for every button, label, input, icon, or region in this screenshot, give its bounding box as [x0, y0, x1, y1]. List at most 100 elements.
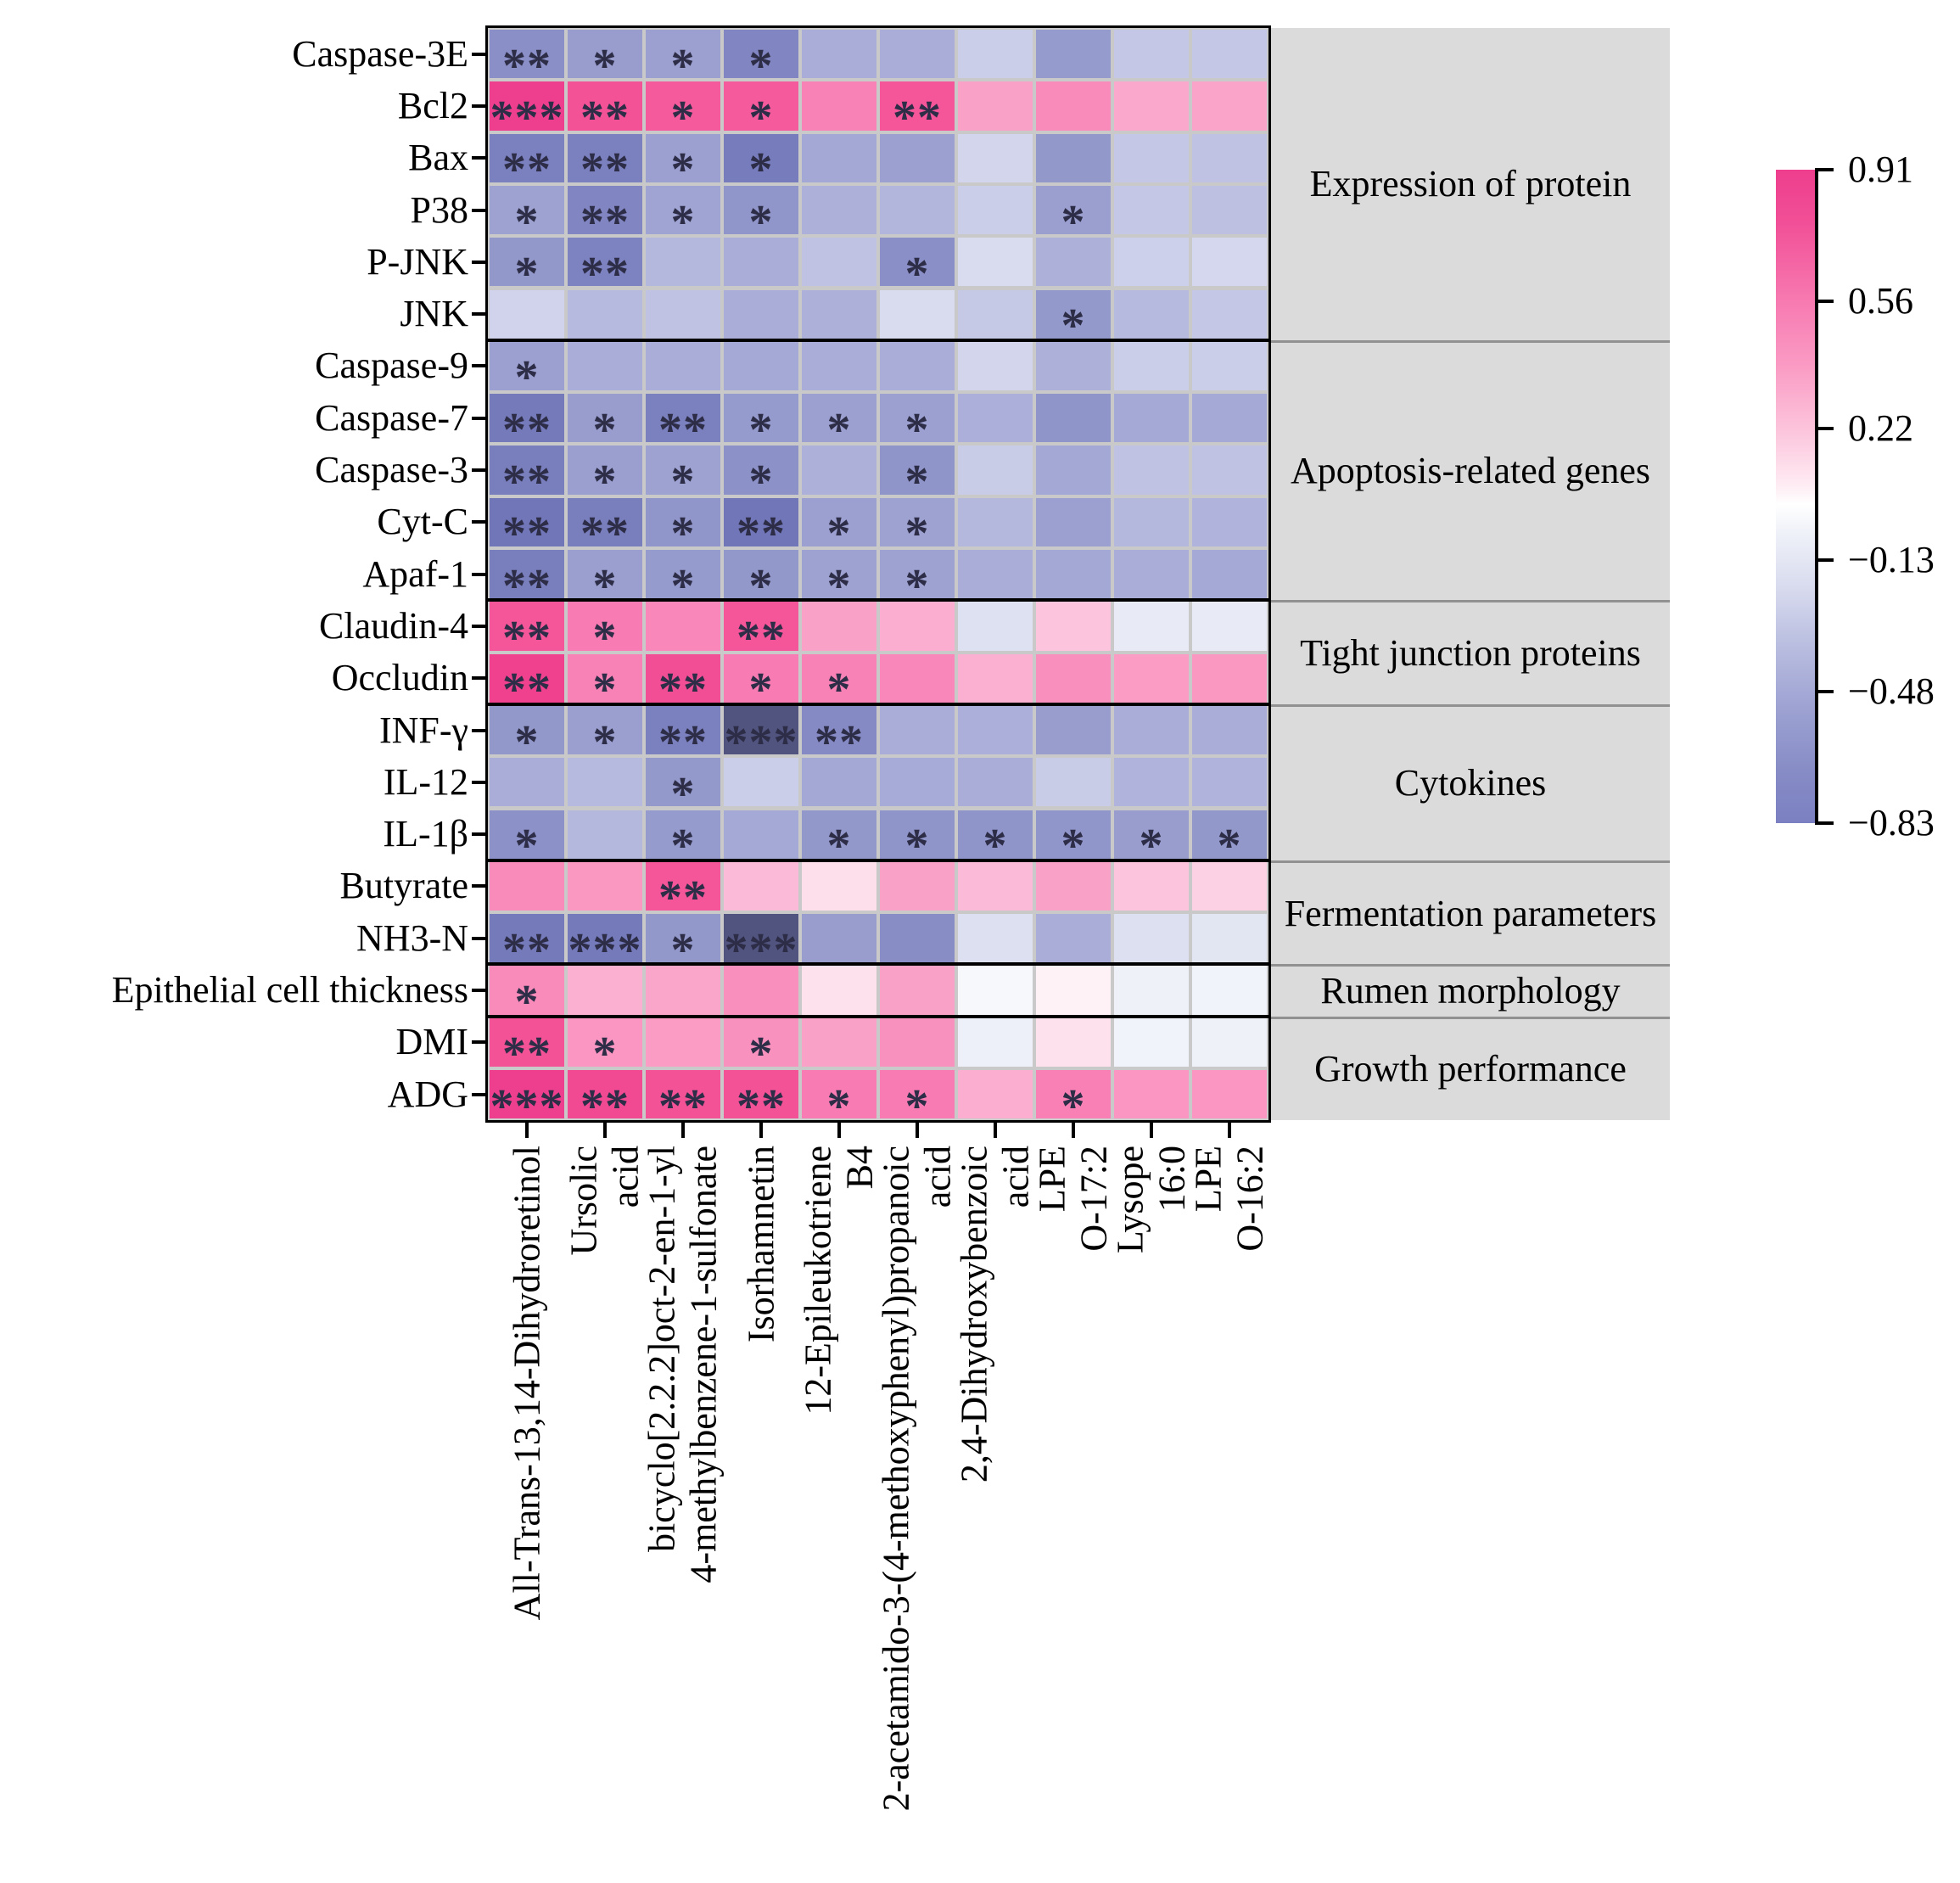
heatmap-cell [1192, 133, 1267, 182]
heatmap-cell [958, 966, 1033, 1015]
significance-marker: ** [502, 1028, 552, 1081]
row-tick [472, 260, 485, 264]
category-section: Cytokines [1271, 703, 1670, 860]
heatmap-cell [880, 653, 955, 703]
heatmap-cell: ** [802, 705, 876, 766]
colorbar-tick [1815, 427, 1834, 431]
heatmap-cell [1114, 341, 1189, 391]
heatmap-cell [802, 133, 876, 182]
row-label: IL-1β [383, 813, 468, 855]
heatmap-cell [1114, 914, 1189, 963]
heatmap-cell [958, 289, 1033, 339]
heatmap-cell: * [646, 446, 720, 506]
heatmap-cell: * [724, 394, 798, 454]
heatmap-cell [802, 81, 876, 131]
heatmap-cell: ** [568, 238, 642, 298]
heatmap-cell [1192, 394, 1267, 443]
heatmap-cell [490, 861, 564, 911]
colorbar-tick-label: −0.48 [1848, 670, 1935, 713]
significance-marker: * [826, 1079, 852, 1133]
heatmap-cell [646, 238, 720, 287]
heatmap-cell: * [490, 810, 564, 870]
heatmap-cell [802, 289, 876, 339]
heatmap-cell: * [1036, 185, 1111, 246]
heatmap-cell [646, 289, 720, 339]
row-label: NH3-N [356, 916, 468, 959]
heatmap-cell: * [568, 446, 642, 506]
category-label: Cytokines [1394, 762, 1547, 804]
heatmap-cell [802, 1017, 876, 1067]
heatmap-cell: * [568, 394, 642, 454]
colorbar-tick [1815, 168, 1834, 171]
heatmap-cell [1192, 861, 1267, 911]
row-group-separator [485, 338, 1271, 342]
column-label: Lysope 16:0 [1109, 1146, 1193, 1254]
heatmap-cell [1114, 81, 1189, 131]
significance-marker: ** [658, 1079, 708, 1133]
row-label: Epithelial cell thickness [111, 969, 468, 1012]
heatmap-cell [1114, 289, 1189, 339]
category-section: Expression of protein [1271, 28, 1670, 340]
heatmap-cell [1192, 550, 1267, 599]
heatmap-cell [568, 966, 642, 1015]
row-tick [472, 468, 485, 473]
column-tick [1072, 1123, 1075, 1138]
category-section: Apoptosis-related genes [1271, 339, 1670, 601]
colorbar-axis [1815, 168, 1818, 825]
heatmap-cell [724, 966, 798, 1015]
heatmap-cell [1036, 30, 1111, 79]
heatmap-cell [1192, 30, 1267, 79]
row-label: Claudin-4 [319, 604, 468, 647]
row-label: DMI [395, 1021, 468, 1063]
category-section: Rumen morphology [1271, 964, 1670, 1017]
column-tick [916, 1123, 919, 1138]
heatmap-cell [880, 705, 955, 755]
heatmap-cell: ** [568, 1070, 642, 1130]
heatmap-cell: * [646, 30, 720, 90]
heatmap-cell: * [646, 497, 720, 558]
heatmap-cell [1036, 394, 1111, 443]
colorbar-tick-label: 0.91 [1848, 149, 1913, 190]
row-label: Caspase-7 [315, 396, 468, 439]
heatmap-cell: * [1192, 810, 1267, 870]
significance-marker: * [670, 507, 696, 561]
heatmap-cell [568, 861, 642, 911]
heatmap-cell [1036, 550, 1111, 599]
heatmap-cell: * [802, 810, 876, 870]
heatmap-cell: * [880, 550, 955, 610]
heatmap-cell: * [646, 758, 720, 818]
heatmap-cell: * [880, 497, 955, 558]
heatmap-cell [958, 550, 1033, 599]
heatmap-cell: * [802, 550, 876, 610]
heatmap-cell: * [724, 1017, 798, 1078]
heatmap-cell [568, 341, 642, 391]
row-label: Butyrate [339, 865, 468, 907]
column-tick [525, 1123, 529, 1138]
significance-marker: ** [502, 507, 552, 561]
significance-marker: ** [580, 247, 630, 300]
heatmap-cell [1036, 758, 1111, 807]
heatmap-cell: ** [490, 446, 564, 506]
category-label: Tight junction proteins [1300, 632, 1641, 674]
heatmap-cell [880, 289, 955, 339]
row-label: Apaf-1 [362, 552, 468, 595]
heatmap-cell [802, 758, 876, 807]
row-label: Bcl2 [397, 84, 468, 126]
row-tick [472, 936, 485, 940]
heatmap-cell: ** [724, 1070, 798, 1130]
heatmap-cell [1036, 1017, 1111, 1067]
heatmap-cell [958, 497, 1033, 546]
heatmap-cell: * [880, 810, 955, 870]
heatmap-cell [1036, 81, 1111, 131]
heatmap-cell [1036, 341, 1111, 391]
heatmap-cell [958, 446, 1033, 495]
heatmap-cell [1114, 1017, 1189, 1067]
heatmap-cell [1192, 758, 1267, 807]
row-group-separator [485, 1014, 1271, 1018]
significance-marker: * [904, 507, 930, 561]
significance-marker: * [592, 1028, 618, 1081]
colorbar-tick-label: 0.56 [1848, 279, 1913, 322]
colorbar-tick-label: −0.83 [1848, 802, 1935, 843]
heatmap-cell [880, 341, 955, 391]
significance-marker: * [514, 247, 540, 300]
